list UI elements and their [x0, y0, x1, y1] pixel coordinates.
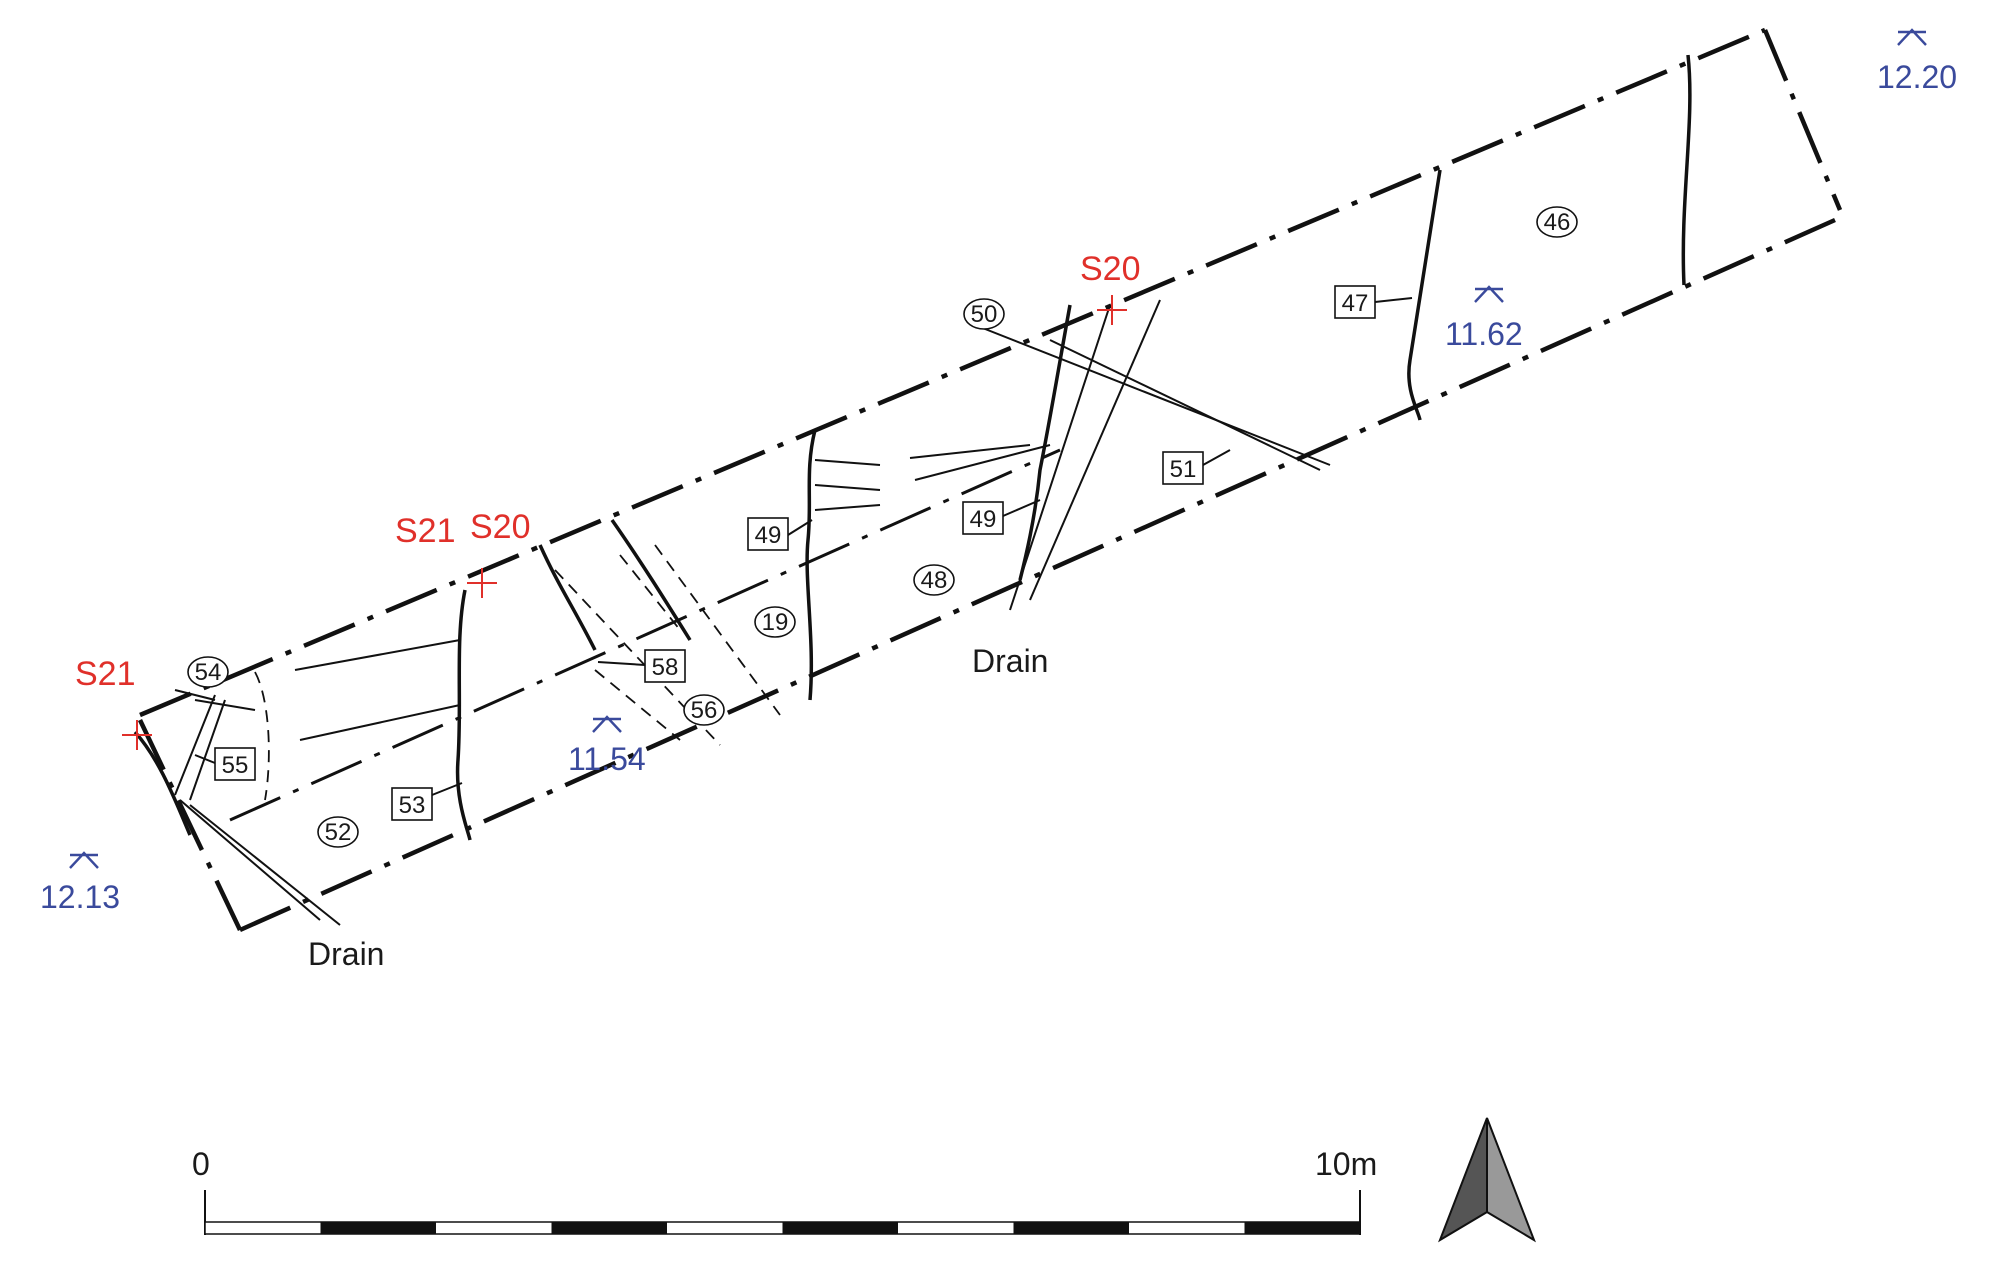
section-cross-marker [467, 568, 497, 598]
level-value: 11.62 [1445, 316, 1523, 352]
context-55: 55 [222, 752, 249, 779]
level-marker-icon [1474, 285, 1504, 303]
level-marker-icon [1897, 28, 1927, 46]
trench-outline [137, 27, 1843, 933]
context-53: 53 [399, 792, 426, 819]
drain-label-east: Drain [972, 643, 1048, 679]
section-label-s20-east: S20 [1080, 250, 1141, 288]
scale-end-label: 10m [1315, 1146, 1377, 1182]
context-48: 48 [921, 567, 948, 594]
section-label-s21-west: S21 [75, 655, 136, 693]
context-56: 56 [691, 697, 718, 724]
context-46: 46 [1544, 209, 1571, 236]
scale-segment [320, 1222, 436, 1234]
section-label-s21-mid: S21 [395, 512, 456, 550]
level-marks: 12.20 11.62 11.54 12.13 [40, 28, 1957, 915]
north-arrow-icon [1438, 1117, 1536, 1243]
section-label-s20-mid: S20 [470, 508, 531, 546]
section-cross-marker [122, 720, 152, 750]
scale-segment [1013, 1222, 1129, 1234]
context-labels: 46 47 48 49 49 50 51 52 53 54 55 56 58 1… [187, 206, 1578, 848]
context-19: 19 [762, 609, 789, 636]
scale-start-label: 0 [192, 1146, 210, 1182]
drain-label-west: Drain [308, 936, 384, 972]
scale-segments [320, 1222, 1360, 1234]
level-value: 12.13 [40, 879, 120, 915]
scale-bar: 0 10m [192, 1146, 1377, 1235]
context-52: 52 [325, 819, 352, 846]
context-54: 54 [195, 659, 222, 686]
scale-segment [551, 1222, 667, 1234]
context-47: 47 [1342, 290, 1369, 317]
context-50: 50 [971, 301, 998, 328]
section-markers: S21 S21 S20 S20 [75, 250, 1141, 750]
context-51: 51 [1170, 456, 1197, 483]
level-value: 11.54 [568, 741, 646, 777]
level-marker-icon [69, 851, 99, 869]
context-49-west: 49 [755, 522, 782, 549]
context-49-east: 49 [970, 506, 997, 533]
scale-segment [1244, 1222, 1360, 1234]
level-value: 12.20 [1877, 59, 1957, 95]
plan-features [133, 54, 1692, 926]
level-marker-icon [592, 715, 622, 733]
scale-segment [782, 1222, 898, 1234]
section-cross-marker [1097, 295, 1127, 325]
context-58: 58 [652, 654, 679, 681]
